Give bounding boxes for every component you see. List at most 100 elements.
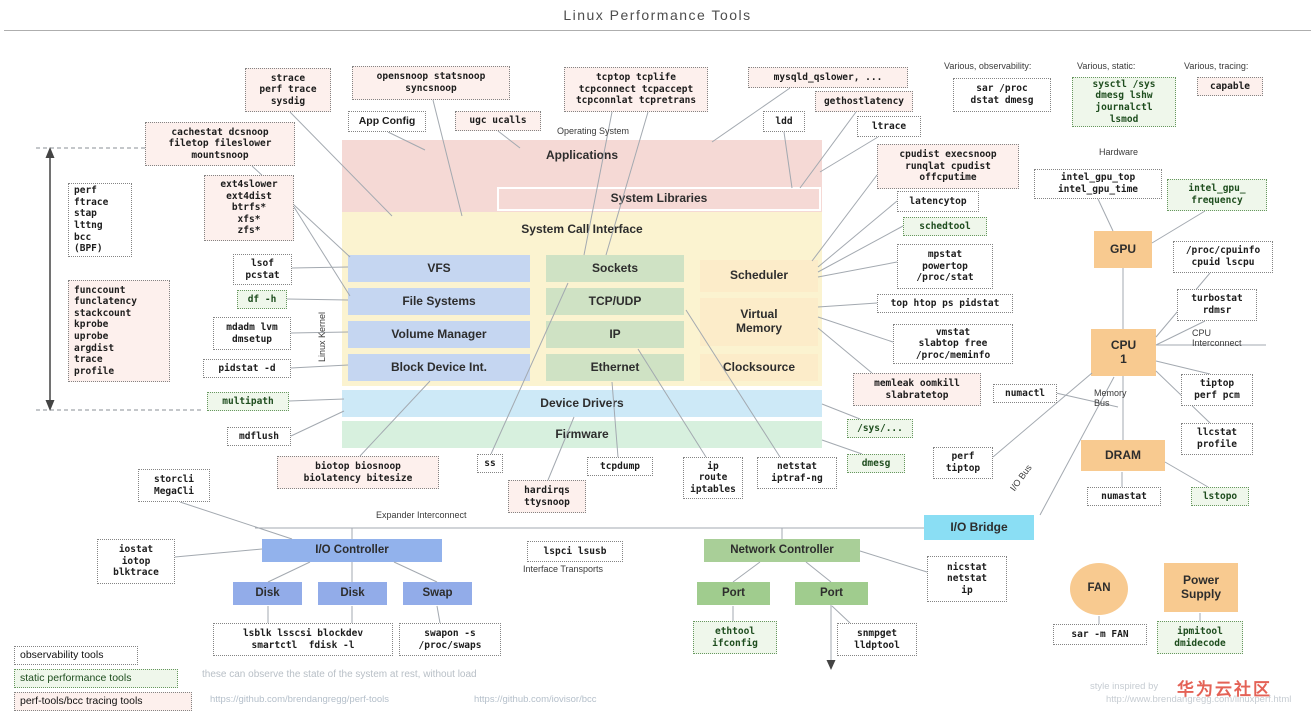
port-2-block: Port (795, 582, 868, 605)
tool-ss: ss (477, 454, 503, 473)
tool-perf-tiptop: perf tiptop (933, 447, 993, 479)
system-libraries-block: System Libraries (497, 187, 821, 211)
tool-ldd: ldd (763, 111, 805, 132)
tool-intel-gpu-frequency: intel_gpu_ frequency (1167, 179, 1267, 211)
tool-llcstat-profile: llcstat profile (1181, 423, 1253, 455)
label-memory-bus: Memory Bus (1094, 388, 1127, 409)
tool-proc-cpuinfo: /proc/cpuinfo cpuid lscpu (1173, 241, 1273, 273)
tool-schedtool: schedtool (903, 217, 987, 236)
ethernet-block: Ethernet (546, 354, 684, 381)
tool-netstat-iptraf: netstat iptraf-ng (757, 457, 837, 489)
tool-mdflush: mdflush (227, 427, 291, 446)
tool-turbostat-rdmsr: turbostat rdmsr (1177, 289, 1257, 321)
tool-iostat-group: iostat iotop blktrace (97, 539, 175, 584)
label-linux-kernel: Linux Kernel (317, 311, 327, 362)
tool-funccount-group: funccount funclatency stackcount kprobe … (68, 280, 170, 382)
tool-lsblk-group: lsblk lsscsi blockdev smartctl fdisk -l (213, 623, 393, 656)
title-divider (4, 30, 1311, 31)
footer-url-bcc: https://github.com/iovisor/bcc (474, 694, 597, 705)
io-bridge-block: I/O Bridge (924, 515, 1034, 540)
system-call-interface-label: System Call Interface (521, 221, 643, 236)
clocksource-block: Clocksource (700, 354, 818, 381)
footer-site-url: http://www.brendangregg.com/linuxperf.ht… (1106, 694, 1292, 705)
tool-nicstat-group: nicstat netstat ip (927, 556, 1007, 602)
network-controller-block: Network Controller (704, 539, 860, 562)
tool-ltrace: ltrace (857, 116, 921, 137)
tool-numactl: numactl (993, 384, 1057, 403)
tool-ethtool-ifconfig: ethtool ifconfig (693, 621, 777, 654)
tool-mpstat-group: mpstat powertop /proc/stat (897, 244, 993, 289)
legend-observability-tools: observability tools (14, 646, 138, 665)
tool-memleak-group: memleak oomkill slabratetop (853, 373, 981, 406)
tool-pidstat-d: pidstat -d (203, 359, 291, 378)
disk-1-block: Disk (233, 582, 302, 605)
tool-vmstat-group: vmstat slabtop free /proc/meminfo (893, 324, 1013, 364)
tool-df-h: df -h (237, 290, 287, 309)
tool-sysctl-group: sysctl /sys dmesg lshw journalctl lsmod (1072, 77, 1176, 127)
label-hardware: Hardware (1099, 147, 1139, 157)
block-device-interface-block: Block Device Int. (348, 354, 530, 381)
tool-perf-ftrace-stap: perf ftrace stap lttng bcc (BPF) (68, 183, 132, 257)
tool-sys: /sys/... (847, 419, 913, 438)
tcp-udp-block: TCP/UDP (546, 288, 684, 315)
tool-mysqld-qslower: mysqld_qslower, ... (748, 67, 908, 88)
port-1-block: Port (697, 582, 770, 605)
tool-storcli-megacli: storcli MegaCli (138, 469, 210, 502)
tool-top-htop: top htop ps pidstat (877, 294, 1013, 313)
gpu-block: GPU (1094, 231, 1152, 268)
sockets-block: Sockets (546, 255, 684, 282)
label-various-tracing: Various, tracing: (1184, 61, 1249, 71)
tool-tcpdump: tcpdump (587, 457, 653, 476)
tool-opensnoop-group: opensnoop statsnoop syncsnoop (352, 66, 510, 100)
tool-ext4slower-group: ext4slower ext4dist btrfs* xfs* zfs* (204, 175, 294, 241)
tool-lspci-lsusb: lspci lsusb (527, 541, 623, 562)
volume-manager-block: Volume Manager (348, 321, 530, 348)
label-operating-system: Operating System (557, 126, 630, 136)
tool-biotop-group: biotop biosnoop biolatency bitesize (277, 456, 439, 489)
tool-cachestat-group: cachestat dcsnoop filetop fileslower mou… (145, 122, 295, 166)
label-various-observability: Various, observability: (944, 61, 1032, 71)
tool-cpudist-group: cpudist execsnoop runqlat cpudist offcpu… (877, 144, 1019, 189)
legend-static-performance-tools: static performance tools (14, 669, 178, 688)
legend-perf-tools-bcc-tracing-tools: perf-tools/bcc tracing tools (14, 692, 192, 711)
file-systems-block: File Systems (348, 288, 530, 315)
power-supply-block: Power Supply (1164, 563, 1238, 612)
dram-block: DRAM (1081, 440, 1165, 471)
ip-block: IP (546, 321, 684, 348)
tool-snmpget-lldptool: snmpget lldptool (837, 623, 917, 656)
firmware-block: Firmware (342, 421, 822, 448)
tool-swapon: swapon -s /proc/swaps (399, 623, 501, 656)
device-drivers-block: Device Drivers (342, 390, 822, 417)
tool-dmesg: dmesg (847, 454, 905, 473)
virtual-memory-block: Virtual Memory (700, 298, 818, 346)
tool-app-config: App Config (348, 111, 426, 132)
io-controller-block: I/O Controller (262, 539, 442, 562)
fan-block: FAN (1070, 563, 1128, 615)
tool-ip-route-iptables: ip route iptables (683, 457, 743, 499)
tool-tiptop-perf-pcm: tiptop perf pcm (1181, 374, 1253, 406)
tool-multipath: multipath (207, 392, 289, 411)
tool-lsof-pcstat: lsof pcstat (233, 254, 292, 285)
tool-sar-m-fan: sar -m FAN (1053, 624, 1147, 645)
scheduler-block: Scheduler (700, 260, 818, 292)
tool-hardirqs-ttysnoop: hardirqs ttysnoop (508, 480, 586, 513)
disk-2-block: Disk (318, 582, 387, 605)
tool-gethostlatency: gethostlatency (815, 91, 913, 112)
tool-tcptop-group: tcptop tcplife tcpconnect tcpaccept tcpc… (564, 67, 708, 112)
tool-latencytop: latencytop (897, 191, 979, 212)
swap-block: Swap (403, 582, 472, 605)
label-cpu-interconnect: CPU Interconnect (1192, 328, 1242, 349)
label-interface-transports: Interface Transports (523, 564, 604, 574)
tool-sar-proc-dstat: sar /proc dstat dmesg (953, 78, 1051, 112)
tool-capable: capable (1197, 77, 1263, 96)
tool-strace-group: strace perf trace sysdig (245, 68, 331, 112)
tool-ugc-ucalls: ugc ucalls (455, 111, 541, 131)
tool-intel-gpu-top: intel_gpu_top intel_gpu_time (1034, 169, 1162, 199)
tool-ipmitool-dmidecode: ipmitool dmidecode (1157, 621, 1243, 654)
tool-numastat: numastat (1087, 487, 1161, 506)
footer-url-perf-tools: https://github.com/brendangregg/perf-too… (210, 694, 390, 705)
tool-mdadm-lvm: mdadm lvm dmsetup (213, 317, 291, 350)
label-various-static: Various, static: (1077, 61, 1136, 71)
